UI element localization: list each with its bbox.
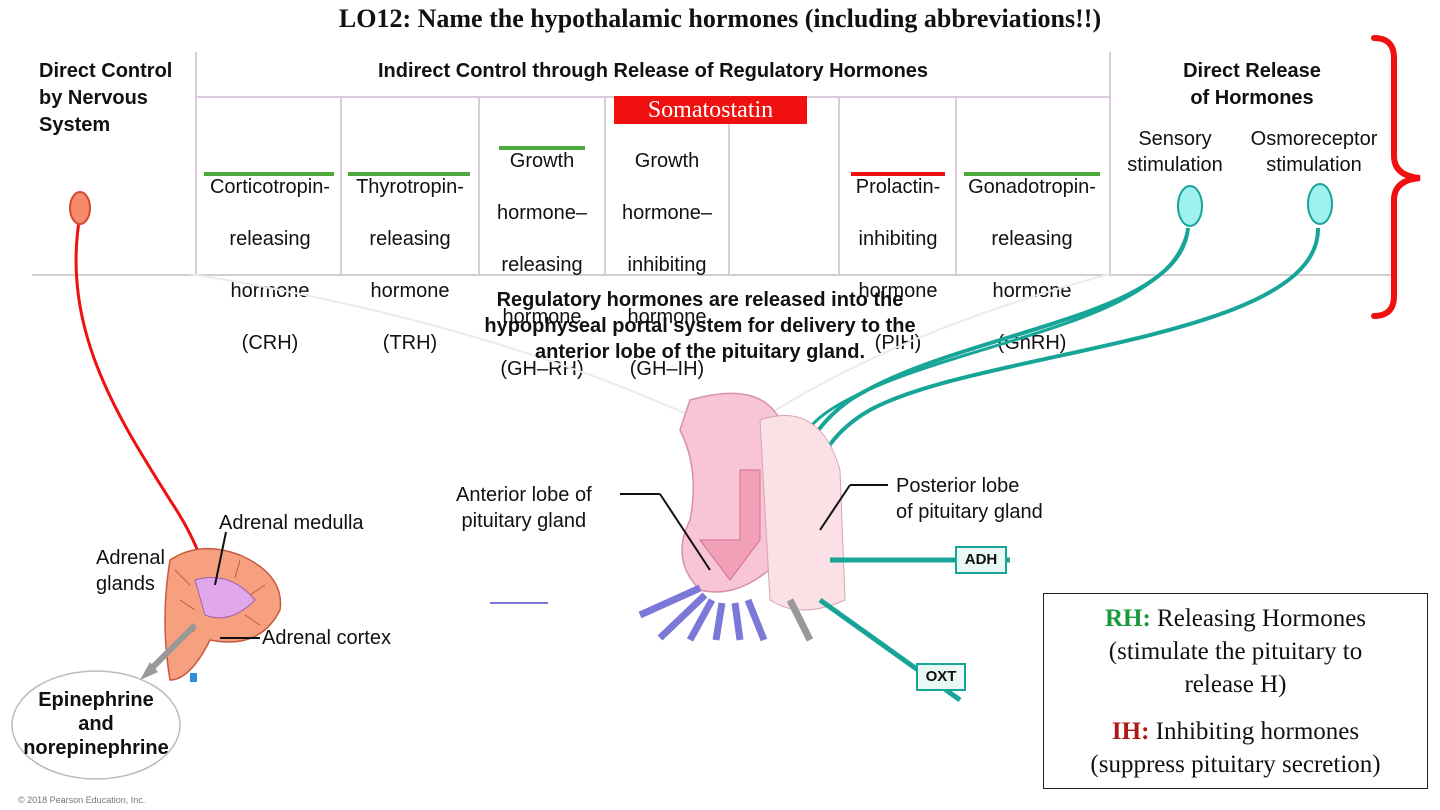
hormone-line: Corticotropin- [209,176,331,198]
hormone-crh: Corticotropin- releasing hormone (CRH) [198,148,342,382]
label-line: Adrenal [96,547,165,569]
hormone-gnrh: Gonadotropin- releasing hormone (GnRH) [957,148,1107,382]
hormone-line: Prolactin- [855,176,941,198]
direct-release-heading: Direct Release of Hormones [1112,58,1392,112]
hormone-ghrh: Growth hormone– releasing hormone (GH–RH… [480,122,604,408]
hormone-line: hormone [370,280,450,302]
hormone-line: hormone– [496,202,588,224]
hormone-line: inhibiting [858,228,938,250]
heading-line: Direct Control [39,60,173,82]
label-line: Sensory [1138,128,1212,150]
rh-underline [499,146,585,150]
rh-text: release H) [1184,671,1287,698]
heading-line: of Hormones [1190,87,1314,109]
hormone-line: hormone [502,306,582,328]
divider [838,96,840,274]
rh-text: (stimulate the pituitary to [1108,638,1363,665]
adrenal-glands-label: Adrenal glands [96,545,165,597]
divider [340,96,342,274]
page-title: LO12: Name the hypothalamic hormones (in… [338,4,1102,33]
hormone-line: (CRH) [241,332,299,354]
label-line: Osmoreceptor [1250,128,1378,150]
divider [1109,52,1111,274]
hormone-line: releasing [991,228,1073,250]
portal-system-note: Regulatory hormones are released into th… [484,289,916,363]
label-line: stimulation [1127,154,1223,176]
direct-control-heading: Direct Control by Nervous System [39,58,172,139]
posterior-lobe-label: Posterior lobe of pituitary gland [896,473,1043,525]
hormone-line: (TRH) [382,332,438,354]
indirect-control-heading: Indirect Control through Release of Regu… [377,60,929,82]
heading-line: System [39,114,111,136]
label-line: stimulation [1266,154,1362,176]
divider [478,96,480,274]
divider [195,52,197,274]
label-line: Anterior lobe of [456,484,592,506]
ih-text: (suppress pituitary secretion) [1090,751,1381,778]
oxt-tag: OXT [916,663,966,691]
rh-text: Releasing Hormones [1157,605,1367,632]
label-line: pituitary gland [461,510,587,532]
osmoreceptor-stimulation-label: Osmoreceptor stimulation [1236,126,1392,178]
adrenal-cortex-label: Adrenal cortex [262,627,391,649]
somatostatin-label: Somatostatin [614,96,807,124]
hormone-line: (PIH) [874,332,922,354]
hormone-line: (GH–IH) [629,358,705,380]
hormone-line: hormone [230,280,310,302]
rh-definition: RH: Releasing Hormones [1044,602,1427,635]
copyright: © 2018 Pearson Education, Inc. [18,795,146,805]
adrenal-medulla-label: Adrenal medulla [219,512,364,534]
heading-line: Direct Release [1183,60,1321,82]
ih-underline [851,172,945,176]
hormone-line: releasing [229,228,311,250]
label-line: and [78,713,114,735]
rh-underline [964,172,1100,176]
hormone-line: hormone [992,280,1072,302]
hormone-line: Growth [509,150,575,172]
rh-ih-definition-box: RH: Releasing Hormones (stimulate the pi… [1043,593,1428,789]
hormone-line: Growth [634,150,700,172]
label-line: Posterior lobe [896,475,1020,497]
hormone-ghih: Growth hormone– inhibiting hormone (GH–I… [606,122,728,408]
hormone-line: (GH–RH) [500,358,584,380]
hormone-line: releasing [501,254,583,276]
label-line: glands [96,573,155,595]
hormone-line: Gonadotropin- [968,176,1096,198]
hormone-trh: Thyrotropin- releasing hormone (TRH) [342,148,478,382]
hormone-line: hormone [627,306,707,328]
hormone-line: hormone [858,280,938,302]
epinephrine-label: Epinephrine and norepinephrine [14,688,178,760]
hormone-line: inhibiting [627,254,707,276]
curly-bracket-icon [1371,35,1421,319]
divider [728,96,730,274]
ih-definition: IH: Inhibiting hormones [1044,715,1427,748]
label-line: of pituitary gland [896,501,1043,523]
adh-tag: ADH [955,546,1007,574]
rh-underline [348,172,470,176]
divider [604,96,606,274]
label-line: norepinephrine [23,737,169,759]
rh-underline [204,172,334,176]
rh-key: RH: [1104,605,1151,632]
anterior-lobe-label: Anterior lobe of pituitary gland [456,482,592,534]
divider [955,96,957,274]
hormone-line: Thyrotropin- [356,176,464,198]
hormone-pih: Prolactin- inhibiting hormone (PIH) [840,148,956,382]
heading-line: by Nervous [39,87,148,109]
hormone-line: hormone– [621,202,713,224]
ih-key: IH: [1111,718,1150,745]
sensory-stimulation-label: Sensory stimulation [1115,126,1235,178]
hormone-line: releasing [369,228,451,250]
label-line: Epinephrine [38,689,154,711]
ih-text: Inhibiting hormones [1155,718,1360,745]
